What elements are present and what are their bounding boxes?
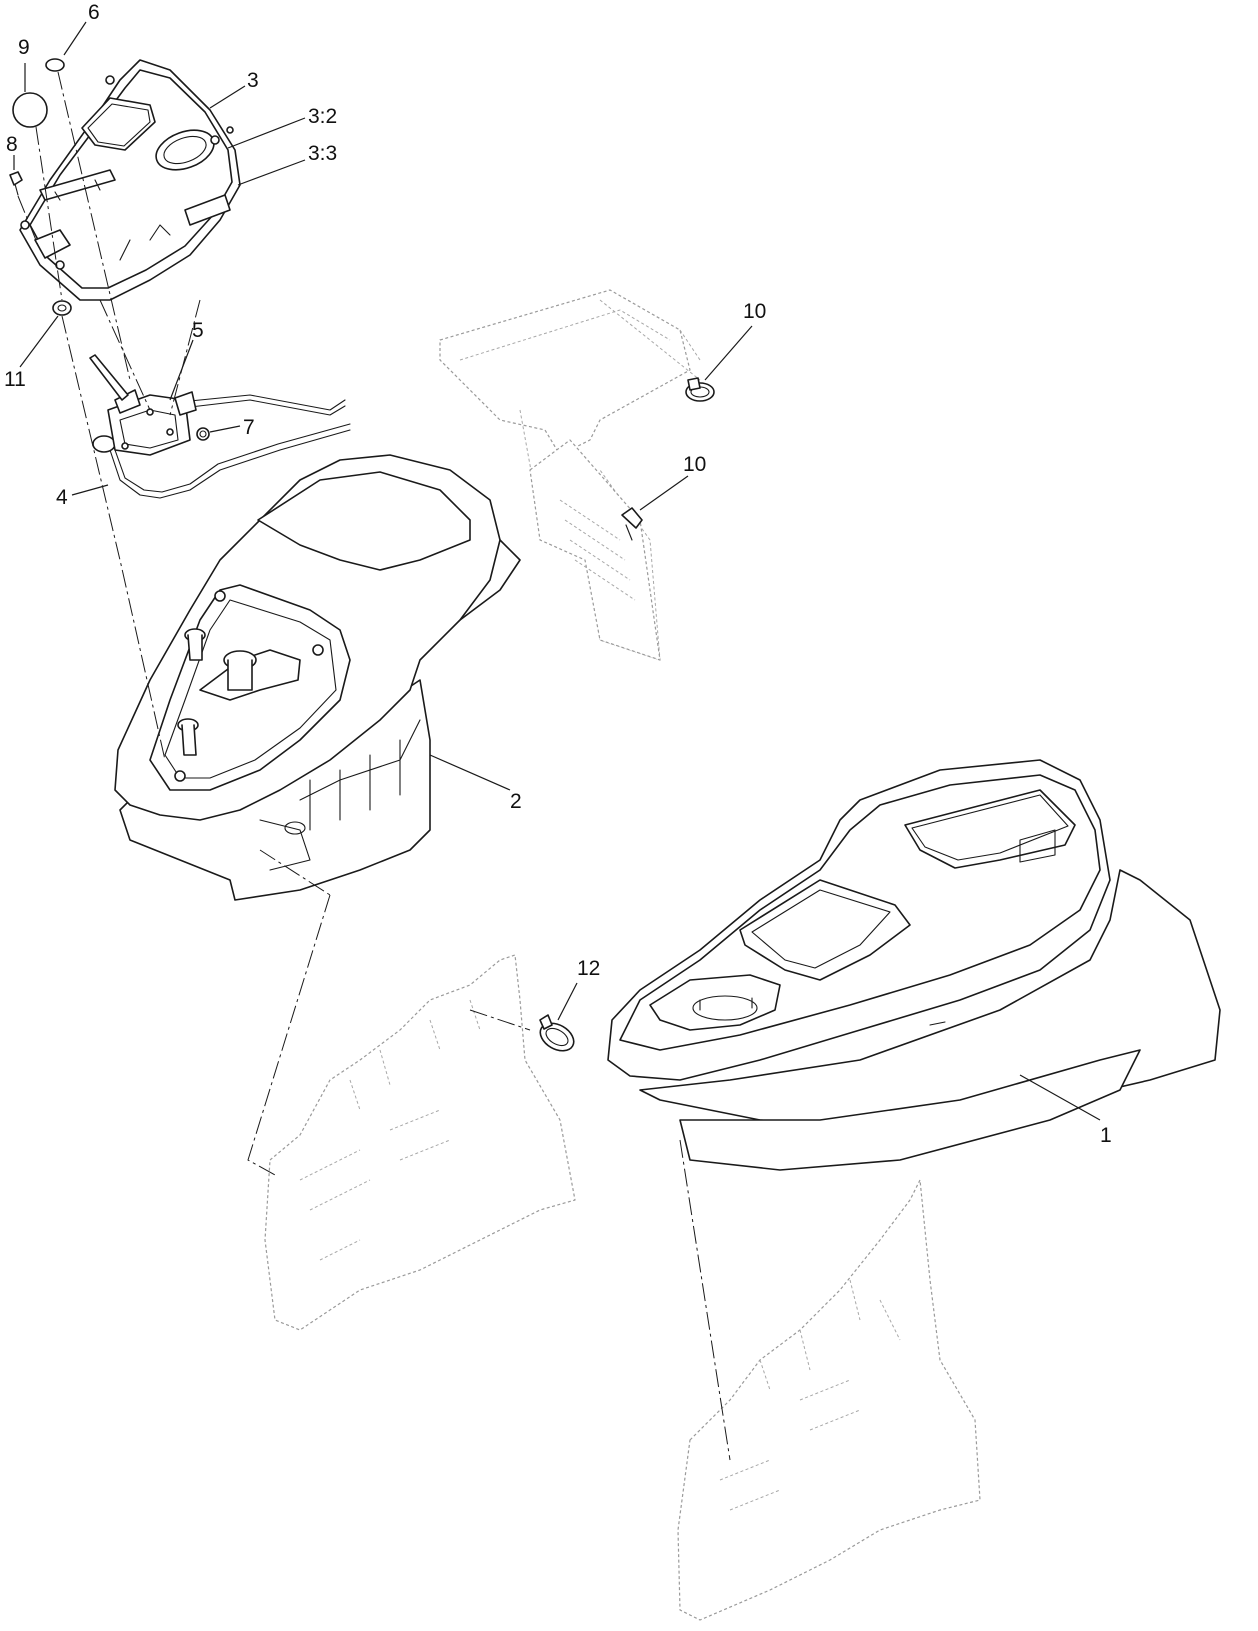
console-assembly [607,759,1221,1171]
dash-housing [114,454,521,901]
knob-ball [12,92,48,128]
switch-bracket [89,354,197,456]
assembly-phantom-lines [17,71,731,1461]
hex-nut [196,427,210,441]
callout-1: 1 [1100,1124,1112,1147]
screw [9,171,23,196]
leader-lines [13,21,1101,1121]
callout-2: 2 [510,790,522,813]
callout-7: 7 [243,416,255,439]
hose-clamp-lower [621,507,643,541]
ghost-side-panel-right [677,1179,981,1621]
callout-5: 5 [192,319,204,342]
callout-6: 6 [88,1,100,24]
cable-harness [92,394,351,499]
callout-3-3: 3:3 [308,142,337,165]
control-panel [19,59,241,301]
knob-cap [45,58,65,72]
callout-10-lower: 10 [683,453,706,476]
callout-12: 12 [577,957,600,980]
callout-labels: 1 2 3 3:2 3:3 4 5 6 7 8 9 10 10 11 12 [4,1,1112,1147]
ghost-frame-bracket-upper [439,289,701,661]
callout-4: 4 [56,486,68,509]
callout-11: 11 [4,368,26,391]
callout-8: 8 [6,133,18,156]
callout-3-2: 3:2 [308,105,337,128]
callout-3: 3 [247,69,259,92]
clamp-ring [539,1014,575,1052]
hose-clamp-upper [685,377,715,402]
callout-10-upper: 10 [743,300,766,323]
ghost-side-panel-left [264,954,576,1331]
callout-9: 9 [18,36,30,59]
lock-nut [52,300,72,316]
